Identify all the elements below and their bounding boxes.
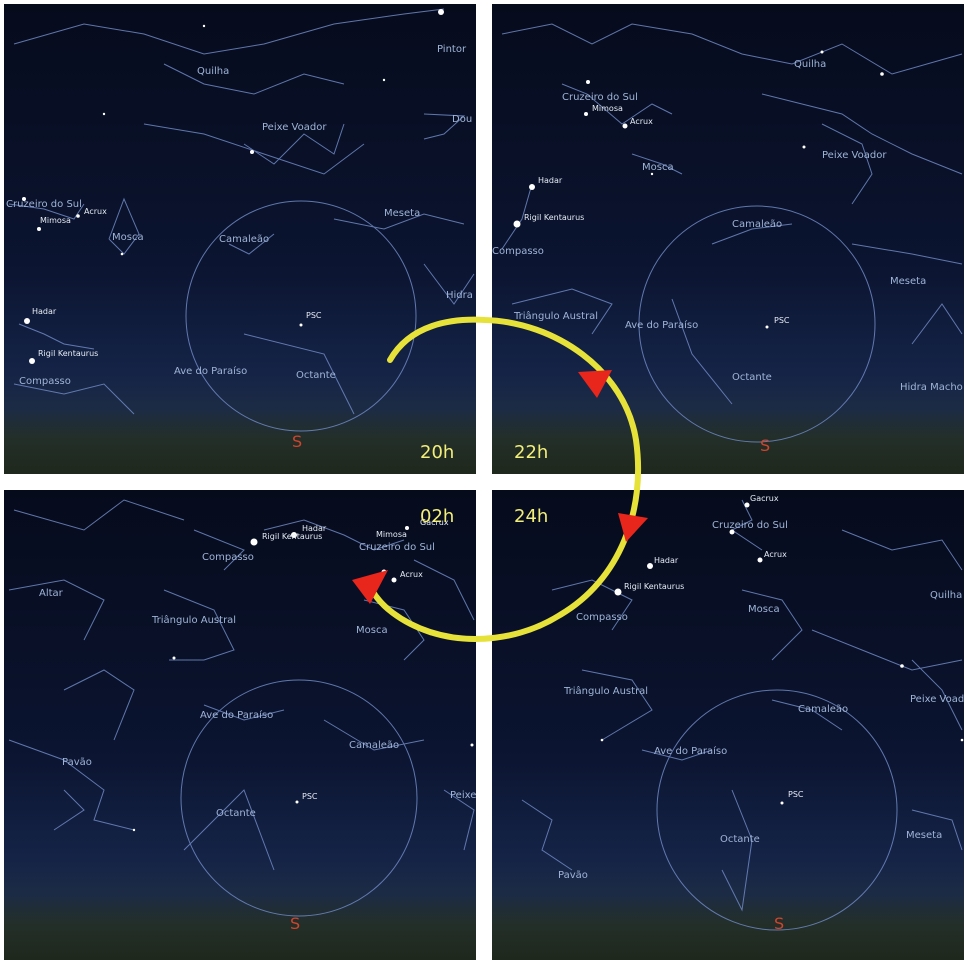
constellation-label: Octante bbox=[296, 370, 336, 381]
constellation-label: Pintor bbox=[437, 44, 467, 55]
constellation-label: Cruzeiro do Sul bbox=[562, 92, 638, 103]
sky-panel-22h: Cruzeiro do Sul Mimosa Acrux Quilha Peix… bbox=[492, 4, 964, 474]
constellation-label: Mosca bbox=[112, 232, 144, 243]
constellation-label: Altar bbox=[39, 588, 63, 599]
sky-panel-24h: Gacrux Cruzeiro do Sul Hadar Acrux Rigil… bbox=[492, 490, 964, 960]
time-label: 22h bbox=[514, 442, 549, 463]
south-marker: S bbox=[760, 436, 771, 455]
constellation-label: Ave do Paraíso bbox=[654, 746, 728, 757]
star-label: Hadar bbox=[654, 556, 679, 565]
constellation-label: Pavão bbox=[558, 870, 588, 881]
constellation-label: Hidra bbox=[446, 290, 473, 301]
sky-panel-02h: Rigil Kentaurus Hadar Mimosa Gacrux Comp… bbox=[4, 490, 476, 960]
star-label: Acrux bbox=[764, 550, 787, 559]
constellation-label: Meseta bbox=[384, 208, 421, 219]
star-label: Mimosa bbox=[40, 216, 71, 225]
constellation-label: Peixe Voador bbox=[822, 150, 887, 161]
pole-label: PSC bbox=[774, 316, 790, 325]
constellation-label: Quilha bbox=[197, 66, 230, 77]
constellation-lines bbox=[521, 499, 964, 931]
constellation-label: Ave do Paraíso bbox=[174, 366, 248, 377]
pole-label: PSC bbox=[306, 311, 322, 320]
constellation-label: Meseta bbox=[906, 830, 943, 841]
constellation-label: Dou bbox=[452, 114, 473, 125]
star-label: Rigil Kentaurus bbox=[524, 213, 585, 222]
star-label: Hadar bbox=[32, 307, 57, 316]
star-label: Rigil Kentaurus bbox=[38, 349, 99, 358]
time-label: 02h bbox=[420, 506, 455, 527]
constellation-label: Cruzeiro do Sul bbox=[712, 520, 788, 531]
star-label: Gacrux bbox=[750, 494, 779, 503]
constellation-label: Meseta bbox=[890, 276, 927, 287]
constellation-label: Peixe Voad bbox=[910, 694, 964, 705]
constellation-label: Mosca bbox=[748, 604, 780, 615]
constellation-label: Octante bbox=[720, 834, 760, 845]
constellation-label: Quilha bbox=[930, 590, 963, 601]
constellation-label: Triângulo Austral bbox=[152, 615, 237, 626]
constellation-label: Compasso bbox=[202, 552, 254, 563]
star-label: Mimosa bbox=[592, 104, 623, 113]
constellation-label: Camaleão bbox=[798, 704, 849, 715]
south-marker: S bbox=[290, 914, 301, 933]
star-label: Rigil Kentaurus bbox=[262, 532, 323, 541]
south-marker: S bbox=[774, 914, 785, 933]
constellation-label: Octante bbox=[216, 808, 256, 819]
south-marker: S bbox=[292, 432, 303, 451]
constellation-lines bbox=[501, 23, 963, 443]
constellation-label: Octante bbox=[732, 372, 772, 383]
star-label: Hadar bbox=[302, 524, 327, 533]
constellation-label: Camaleão bbox=[349, 740, 400, 751]
constellation-label: Ave do Paraíso bbox=[625, 320, 699, 331]
star-label: Hadar bbox=[538, 176, 563, 185]
constellation-label: Cruzeiro do Sul bbox=[6, 199, 82, 210]
time-label: 24h bbox=[514, 506, 549, 527]
constellation-label: Compasso bbox=[492, 246, 544, 257]
star-label: Acrux bbox=[400, 570, 423, 579]
constellation-label: Compasso bbox=[19, 376, 71, 387]
constellation-label: Peixe bbox=[450, 790, 476, 801]
constellation-label: Triângulo Austral bbox=[514, 311, 599, 322]
constellation-label: Pavão bbox=[62, 757, 92, 768]
constellation-label: Peixe Voador bbox=[262, 122, 327, 133]
constellation-label: Compasso bbox=[576, 612, 628, 623]
star-label: Acrux bbox=[84, 207, 107, 216]
star-label: Rigil Kentaurus bbox=[624, 582, 685, 591]
constellation-label: Triângulo Austral bbox=[564, 686, 649, 697]
constellation-label: Hidra Macho bbox=[900, 382, 963, 393]
sky-panel-20h: Quilha Pintor Peixe Voador Dou Cruzeiro … bbox=[4, 4, 476, 474]
constellation-label: Cruzeiro do Sul bbox=[359, 542, 435, 553]
constellation-label: Camaleão bbox=[732, 219, 783, 230]
constellation-label: Camaleão bbox=[219, 234, 270, 245]
pole-label: PSC bbox=[788, 790, 804, 799]
constellation-lines bbox=[8, 8, 475, 432]
constellation-label: Quilha bbox=[794, 59, 827, 70]
pole-label: PSC bbox=[302, 792, 318, 801]
star-label: Acrux bbox=[630, 117, 653, 126]
time-label: 20h bbox=[420, 442, 455, 463]
star-label: Mimosa bbox=[376, 530, 407, 539]
constellation-label: Ave do Paraíso bbox=[200, 710, 274, 721]
constellation-label: Mosca bbox=[642, 162, 674, 173]
constellation-label: Mosca bbox=[356, 625, 388, 636]
